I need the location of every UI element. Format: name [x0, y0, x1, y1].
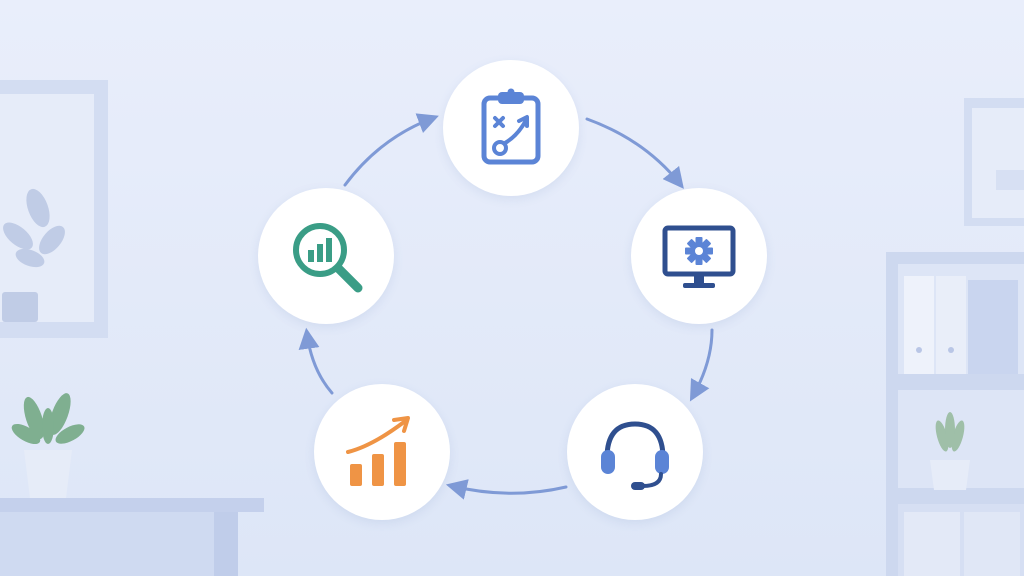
cycle-node-analysis: [258, 188, 394, 324]
cycle-node-growth: [314, 384, 450, 520]
cycle-node-support: [567, 384, 703, 520]
faded-plant-in-frame: [2, 188, 65, 322]
cycle-node-strategy: [443, 60, 579, 196]
growth-bar-chart-icon: [346, 416, 410, 486]
arrow-operate-to-support: [689, 328, 714, 402]
magnifier-chart-icon: [293, 223, 363, 293]
cycle-node-technology: [631, 188, 767, 324]
arrow-grow-to-analyze: [298, 327, 334, 395]
left-wall-frame: [0, 80, 108, 338]
right-bookshelf: [886, 252, 1024, 576]
arrow-plan-to-operate: [585, 117, 684, 189]
headset-icon: [601, 421, 669, 490]
clipboard-strategy-icon: [481, 88, 541, 165]
potted-plant-left: [11, 393, 85, 498]
monitor-gear-icon: [662, 225, 736, 288]
left-desk: [0, 498, 264, 576]
right-wall-frame: [964, 98, 1024, 226]
arrow-analyze-to-plan: [343, 113, 439, 187]
arrow-support-to-grow: [445, 479, 568, 500]
